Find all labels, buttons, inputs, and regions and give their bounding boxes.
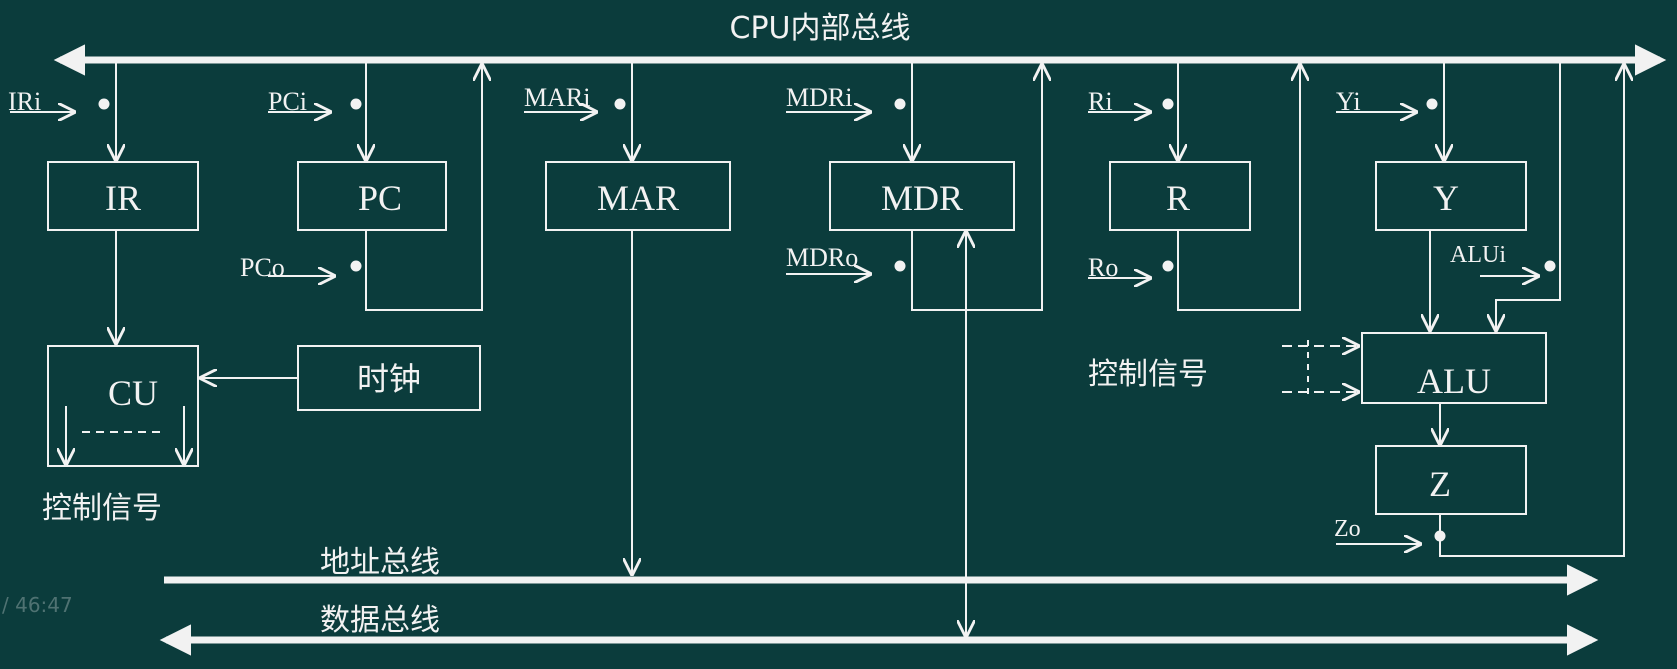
cu-unit: [47, 345, 199, 467]
mdr-out-dot: [894, 260, 906, 272]
mar-register-label: MAR: [597, 178, 679, 218]
ir-register: [47, 161, 199, 231]
z-register-label: Z: [1429, 464, 1451, 504]
y-in-dot: [1426, 98, 1438, 110]
z-register: [1375, 445, 1527, 515]
alu-unit: [1361, 332, 1547, 404]
z-out-signal: Zo: [1334, 516, 1361, 542]
ir-register-label: IR: [105, 178, 141, 218]
mdr-register-label: MDR: [881, 178, 963, 218]
pc-register-label: PC: [358, 178, 402, 218]
mdr-out-signal: MDRo: [786, 243, 858, 272]
r-in-dot: [1162, 98, 1174, 110]
internal-bus-label: CPU内部总线: [730, 11, 911, 46]
y-register: [1375, 161, 1527, 231]
ir-in-dot: [98, 98, 110, 110]
r-register: [1109, 161, 1251, 231]
r-out-dot: [1162, 260, 1174, 272]
pc-out-signal: PCo: [240, 253, 285, 282]
cu-unit-label: CU: [108, 373, 158, 413]
pc-register: [297, 161, 447, 231]
alu-control-signal-label: 控制信号: [1088, 357, 1208, 392]
mar-in-signal: MARi: [524, 83, 590, 112]
y-register-label: Y: [1433, 178, 1459, 218]
z-out-path: [1439, 65, 1624, 557]
data-bus-label: 数据总线: [320, 603, 440, 638]
alu-unit-label: ALU: [1417, 361, 1491, 401]
address-bus-label: 地址总线: [320, 545, 440, 580]
pc-out-path: [365, 65, 482, 311]
player-timestamp: / 46:47: [2, 593, 73, 617]
mdr-in-signal: MDRi: [786, 83, 852, 112]
r-out-path: [1177, 65, 1300, 311]
clock-unit-label: 时钟: [357, 360, 421, 398]
alu-in-signal: ALUi: [1450, 242, 1506, 268]
mar-in-dot: [614, 98, 626, 110]
alu-in-path: [1496, 63, 1561, 330]
cu-control-signal-label: 控制信号: [42, 491, 162, 526]
mdr-register: [829, 161, 1015, 231]
mdr-out-path: [911, 65, 1042, 311]
alu-in-dot: [1544, 260, 1556, 272]
mdr-in-dot: [894, 98, 906, 110]
mar-register: [545, 161, 731, 231]
r-register-label: R: [1166, 178, 1190, 218]
pc-in-dot: [350, 98, 362, 110]
pc-out-dot: [350, 260, 362, 272]
